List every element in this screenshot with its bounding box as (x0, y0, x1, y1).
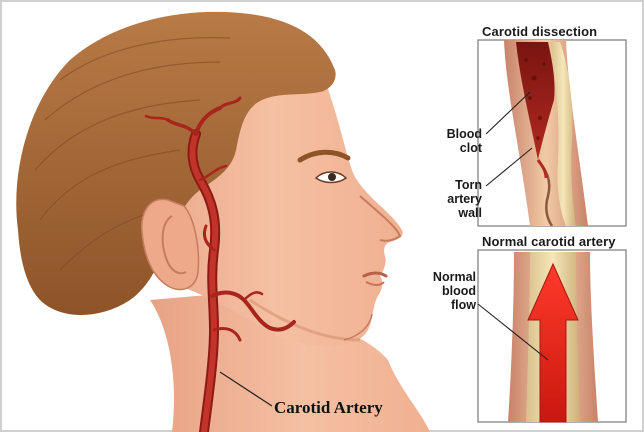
blood-clot-label-line: clot (430, 141, 482, 155)
dissection-panel-title: Carotid dissection (482, 24, 597, 39)
blood-clot-label: Blood clot (430, 127, 482, 155)
torn-wall-label-line: artery (430, 192, 482, 206)
carotid-artery-label: Carotid Artery (274, 398, 383, 418)
normal-panel-title: Normal carotid artery (482, 234, 616, 249)
torn-wall-label-line: Torn (430, 178, 482, 192)
head-illustration (16, 12, 430, 432)
normal-flow-label-line: flow (418, 298, 476, 312)
normal-flow-label: Normal blood flow (418, 270, 476, 312)
blood-clot-label-line: Blood (430, 127, 482, 141)
normal-vessel (508, 252, 598, 422)
torn-wall-label: Torn artery wall (430, 178, 482, 220)
normal-flow-label-line: blood (418, 284, 476, 298)
torn-wall-label-line: wall (430, 206, 482, 220)
normal-flow-label-line: Normal (418, 270, 476, 284)
